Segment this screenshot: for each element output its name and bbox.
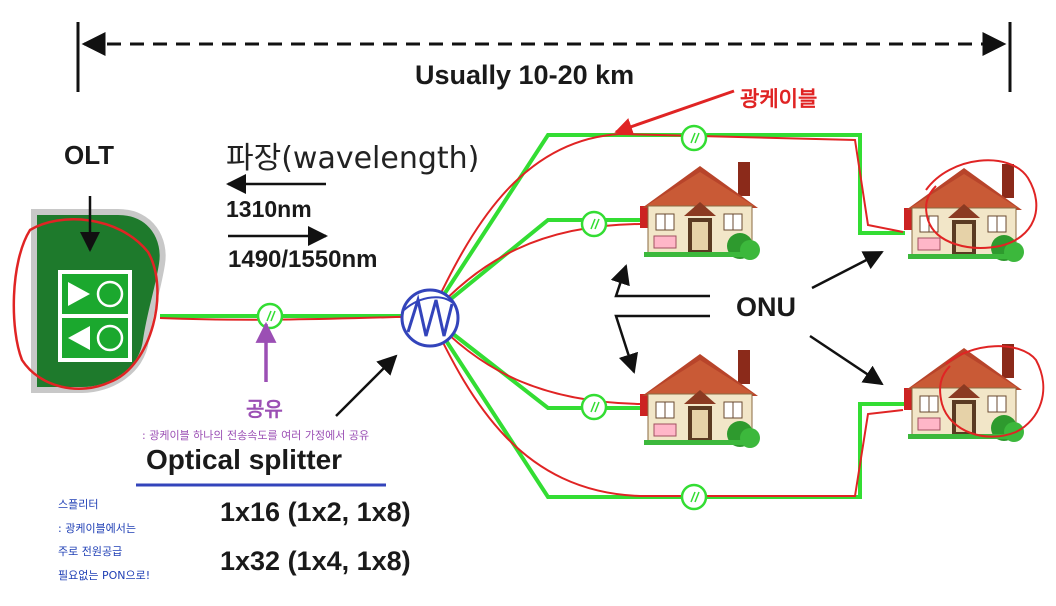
fiber-network xyxy=(160,133,905,499)
splitter-note-line-4: 필요없는 PON으로! xyxy=(58,568,151,582)
splitter-pointer-arrow xyxy=(335,354,398,417)
connector-icon xyxy=(580,210,608,238)
sharing-title: 공유 xyxy=(246,397,283,421)
distance-label: Usually 10-20 km xyxy=(415,60,635,90)
wavelength-downstream: 1490/1550nm xyxy=(228,246,378,273)
wavelength-arrows xyxy=(226,174,328,246)
splitter-note: 스플리터 : 광케이블에서는 주로 전원공급 필요없는 PON으로! xyxy=(58,493,150,587)
splitter-ratio-1: 1x16 (1x2, 1x8) xyxy=(220,497,411,527)
house-icon xyxy=(639,349,761,449)
onu-label: ONU xyxy=(736,292,796,322)
splitter-ratio-2: 1x32 (1x4, 1x8) xyxy=(220,546,411,576)
distance-dimension xyxy=(76,22,1012,92)
connector-icon xyxy=(680,483,708,511)
house-highlight xyxy=(925,159,1045,438)
connector-icon xyxy=(580,393,608,421)
house-icon xyxy=(903,343,1025,443)
onu-arrows xyxy=(610,250,884,386)
splitter-icon xyxy=(400,288,460,348)
wavelength-upstream: 1310nm xyxy=(226,196,312,222)
olt-label: OLT xyxy=(64,140,115,170)
optical-cable-note: 광케이블 xyxy=(740,87,818,111)
splitter-note-line-3: 주로 전원공급 xyxy=(58,545,123,558)
splitter-title: Optical splitter xyxy=(146,444,343,475)
olt-device-icon xyxy=(12,196,166,393)
splitter-note-line-1: 스플리터 xyxy=(58,498,99,511)
cable-arrow xyxy=(614,89,735,136)
connector-icon xyxy=(256,302,284,330)
sharing-description: : 광케이블 하나의 전송속도를 여러 가정에서 공유 xyxy=(142,429,370,442)
house-icon xyxy=(639,161,761,261)
wavelength-title: 파장(wavelength) xyxy=(226,141,480,176)
splitter-note-line-2: : 광케이블에서는 xyxy=(58,521,137,535)
connector-icon xyxy=(680,124,708,152)
